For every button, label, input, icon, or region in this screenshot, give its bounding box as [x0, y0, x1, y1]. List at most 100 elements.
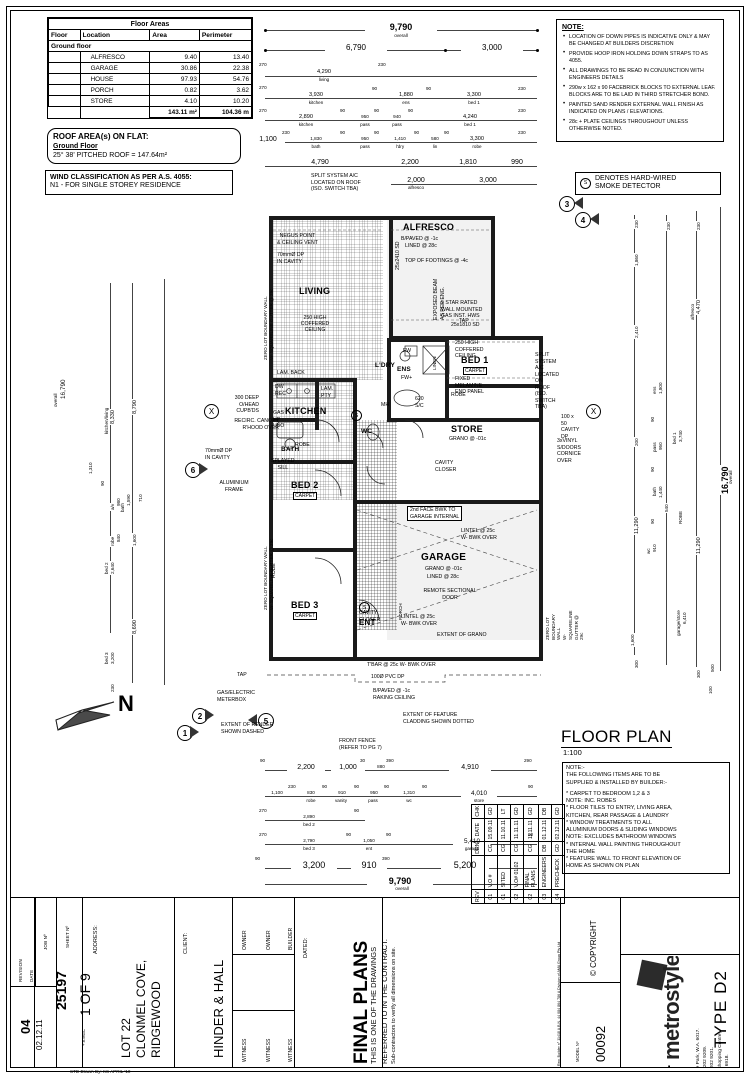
callout-bubble-1[interactable]: 1 [177, 725, 193, 741]
dim-right-300a: 300 [634, 659, 639, 669]
tb-contract-note: THIS IS ONE OF THE DRAWINGS REFERRED TO … [369, 938, 389, 1064]
dim-left-1310: 1,310 [88, 461, 93, 475]
wall-bed2-bed3 [269, 548, 357, 552]
revision-row: 03 ENGINEERS DB 01.12.11 DB [538, 804, 552, 904]
annotation-recirc-canopy: RECIRC. CANOPY R'HOOD OVER [234, 418, 279, 431]
dim-bot-overall-label: overall [381, 886, 423, 891]
callout-bubble-3[interactable]: 3 [559, 196, 575, 212]
callout-bubble-6[interactable]: 6 [185, 462, 201, 478]
callout-bubble-2[interactable]: 2 [192, 708, 208, 724]
tb-revision-label: REVISION [18, 959, 23, 982]
room-label-kitchen: KITCHEN [285, 406, 327, 416]
annotation-cavity-closer-garage: CAVITY CLOSER [359, 610, 381, 623]
dim-top-4290-label: living [308, 77, 340, 82]
rev-col-desc [471, 855, 485, 890]
rev-3-chk: GD [510, 804, 524, 819]
rev-5-date: 01.12.11 [538, 818, 552, 842]
rev-2-rev: 01 [497, 889, 511, 904]
note-box-title: NOTE: [562, 24, 584, 31]
perim-porch: 3.62 [198, 84, 253, 96]
dim-top-90f: 90 [339, 130, 347, 135]
dim-bot-2200: 2,200 [287, 764, 325, 771]
dim-top-90e: 90 [407, 108, 415, 113]
dim-top-90g: 90 [373, 130, 381, 135]
bed2-carpet-tag: CARPET [293, 492, 318, 500]
callout-x-right[interactable]: X [586, 404, 601, 419]
dim-right-4470: 4,470 [696, 299, 702, 315]
kitchen-floor-tile [271, 380, 353, 500]
revision-row: 02 V.O# 01.02 CG 11.11.11 GD [510, 804, 524, 904]
tb-job-value: 25197 [53, 971, 69, 1010]
callout-bubble-5[interactable]: 5 [258, 713, 274, 729]
dim-bot-390b: 390 [381, 856, 391, 861]
rev-5-desc: ENGINEERS [538, 855, 552, 890]
rev-col-drn: DRN [471, 841, 485, 856]
dim-bot-270b: 270 [258, 832, 268, 837]
wall-bath-e [315, 378, 319, 430]
bed3-carpet-tag: CARPET [293, 612, 318, 620]
col-floor: Floor [48, 29, 81, 41]
dimensions-bottom: 90 2,200 1,000 30 880 390 4,910 290 1,10… [254, 756, 555, 891]
company-address: 65 Walters Drive, Osborne Park, W.A. 601… [695, 1028, 731, 1068]
note-box: NOTE: LOCATION OF DOWN PIPES IS INDICATI… [556, 19, 724, 142]
dim-top-230a: 230 [377, 62, 387, 67]
callout-arrow-6 [199, 463, 208, 475]
dim-top-3000: 3,000 [461, 43, 523, 52]
room-label-garage: GARAGE [421, 552, 467, 563]
dim-top-2000: 2,000 [395, 177, 437, 184]
annotation-pvc-dp: 100Ø PVC DP [371, 674, 405, 680]
roof-area-line: 25° 38' PITCHED ROOF = 147.64m² [53, 151, 168, 159]
dim-top-1880-label: ens [393, 100, 419, 105]
dim-top-940-label: pass [383, 122, 411, 127]
dim-right-4470-label: alfresco [690, 302, 695, 321]
annotation-split-ac-right: SPLIT SYSTEM A/C LOCATED ON ROOF (ISO. S… [535, 352, 560, 410]
dim-top-940: 940 [383, 114, 411, 119]
builder-note-line: THE HOME [566, 848, 596, 855]
dim-top-990: 990 [499, 159, 535, 166]
annotation-bpaved-raking: B/PAVED @ -1c RAKING CEILING [373, 688, 416, 701]
smoke-legend-line-2: SMOKE DETECTOR [595, 183, 661, 191]
tb-subcontractor-note: Sub-contractors to verify all dimensions… [391, 946, 397, 1064]
tb-sheet-label: SHEET Nº [65, 925, 70, 948]
area-store: 4.10 [149, 95, 200, 107]
rev-6-rev: 04 [551, 889, 565, 904]
smoke-detector-symbol-2: S [359, 602, 370, 613]
tb-owner-label-2: OWNER [266, 930, 272, 950]
dim-top-950b: 950 [351, 136, 379, 141]
tb-col-client [175, 898, 233, 1068]
floor-plan-title-wrap: FLOOR PLAN [561, 727, 672, 748]
north-label: N [118, 691, 134, 716]
dim-right-910-label: wc [646, 547, 651, 555]
dim-left-2640: 2,640 [110, 561, 115, 575]
tb-col-revisions [383, 898, 561, 1068]
roof-area-title: ROOF AREA(s) ON FLAT: [53, 132, 149, 141]
dim-bot-2790-label: bed 3 [293, 846, 325, 851]
door-swings [267, 229, 541, 683]
dim-left-1590-label: bath [120, 502, 125, 513]
bed1-robe-label: ROBE [451, 392, 466, 398]
room-label-linen: LINEN [432, 356, 437, 370]
dim-top-950a: 950 [351, 114, 379, 119]
tb-model-label: MODEL Nº [575, 1041, 580, 1062]
sheet-inner-border [10, 10, 740, 1068]
callout-x-left[interactable]: X [204, 404, 219, 419]
callout-arrow-1 [190, 726, 199, 738]
rev-3-rev: 02 [510, 889, 524, 904]
dim-bot-90k: 90 [254, 856, 262, 861]
alfresco-paving [387, 218, 491, 338]
living-ceiling-note: 250 HIGH COFFERED CEILING [275, 315, 355, 333]
dim-top-270a: 270 [258, 62, 268, 67]
room-label-bed3: BED 3 [291, 600, 319, 610]
annotation-lam-back: LAM. BACK [277, 370, 305, 376]
tb-witness-label-1: WITNESS [242, 1038, 248, 1062]
dim-bot-270a: 270 [258, 808, 268, 813]
dim-bot-overall: 9,790 [367, 876, 433, 886]
dim-bot-4010: 4,010 [461, 790, 497, 797]
annotation-aluminium-frame: ALUMINIUM FRAME [219, 480, 249, 493]
callout-bubble-4[interactable]: 4 [575, 212, 591, 228]
builder-note-line: * FLOOR TILES TO ENTRY, LIVING AREA, [566, 805, 673, 812]
dim-bot-1050-label: ent [357, 846, 381, 851]
dim-bot-90j: 90 [527, 832, 535, 837]
dim-right-90c: 90 [650, 517, 655, 525]
ens-fw: FW+ [401, 375, 413, 381]
